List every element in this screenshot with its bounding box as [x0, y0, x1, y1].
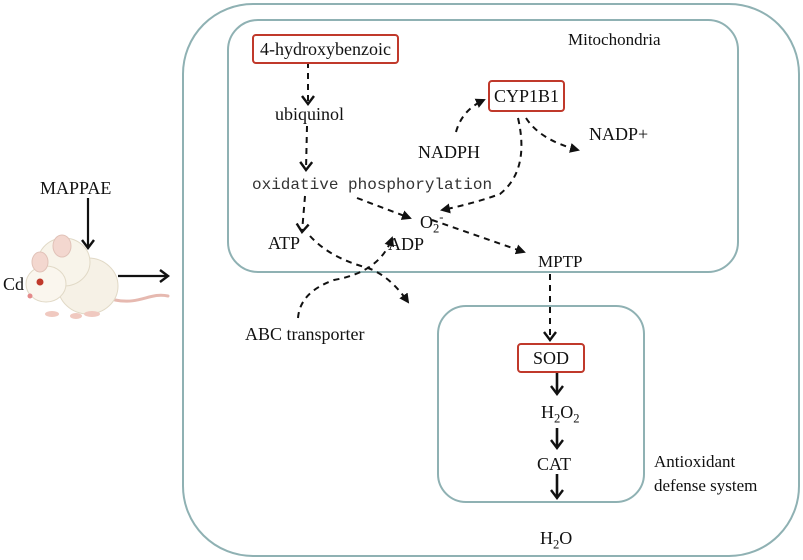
antioxidant-label-line1: Antioxidant — [654, 452, 736, 471]
mptp-label: MPTP — [538, 252, 583, 271]
ubiquinol-to-oxphos-arrow — [299, 125, 314, 172]
oxidative-phosphorylation-label: oxidative phosphorylation — [252, 176, 493, 194]
oxphos-to-atp-arrow — [295, 195, 310, 234]
transporter-to-adp-arrow — [297, 236, 395, 319]
sod-box: SOD — [517, 343, 585, 373]
adp-label: ADP — [388, 234, 425, 254]
superoxide-label: O2- — [420, 210, 444, 236]
cell-compartment — [182, 3, 800, 557]
cd-label: Cd — [3, 274, 25, 294]
mitochondria-compartment — [227, 19, 739, 273]
hydrogen-peroxide-label: H2O2 — [541, 402, 580, 426]
hydroxybenzoic-box: 4-hydroxybenzoic — [252, 34, 399, 64]
nadph-to-cyp1b1-arrow — [455, 98, 486, 133]
nadp-plus-label: NADP+ — [589, 124, 649, 144]
oxphos-to-o2-arrow — [356, 197, 412, 220]
cat-label: CAT — [537, 454, 572, 474]
atp-label: ATP — [268, 233, 301, 253]
ubiquinol-label: ubiquinol — [275, 104, 345, 124]
mouse-icon — [5, 208, 170, 338]
mitochondria-label: Mitochondria — [568, 30, 661, 49]
cyp1b1-box: CYP1B1 — [488, 80, 566, 112]
o2-to-mptp-arrow — [431, 219, 526, 255]
nadph-label: NADPH — [418, 142, 481, 162]
water-label: H2O — [540, 528, 573, 552]
abc-transporter-label: ABC transporter — [245, 324, 365, 344]
antioxidant-label-line2: defense system — [654, 476, 758, 495]
antioxidant-compartment — [437, 305, 645, 503]
mappae-label: MAPPAE — [40, 178, 112, 198]
cyp1b1-to-nadp-arrow — [525, 117, 580, 153]
cyp1b1-to-o2-arrow — [440, 117, 523, 214]
